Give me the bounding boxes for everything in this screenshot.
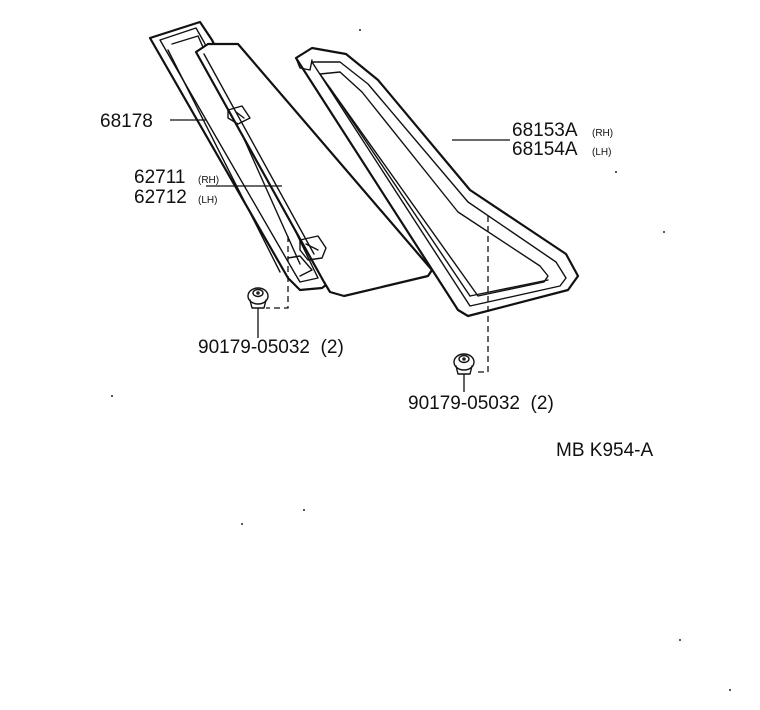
label-clip-left: 90179-05032 (2) bbox=[198, 337, 344, 358]
quarter-glass-62711 bbox=[194, 42, 434, 298]
label-68154A-suffix: (LH) bbox=[592, 147, 611, 158]
clip-right bbox=[453, 353, 475, 375]
label-clip-right: 90179-05032 (2) bbox=[408, 393, 554, 414]
scan-specks bbox=[111, 29, 731, 691]
label-68153A-suffix: (RH) bbox=[592, 128, 613, 139]
label-68154A: 68154A bbox=[512, 139, 578, 160]
label-62712-suffix: (LH) bbox=[198, 195, 217, 206]
label-68153A: 68153A bbox=[512, 120, 578, 141]
assembly-line-right bbox=[474, 216, 489, 373]
label-62711: 62711 bbox=[134, 167, 185, 188]
diagram-id: MB K954-A bbox=[556, 440, 653, 461]
assembly-line-left bbox=[266, 236, 289, 309]
label-62712: 62712 bbox=[134, 187, 187, 208]
clip-left bbox=[247, 287, 269, 309]
label-68178: 68178 bbox=[100, 111, 153, 132]
label-62711-suffix: (RH) bbox=[198, 175, 219, 186]
window-frame-68153A bbox=[294, 46, 580, 318]
